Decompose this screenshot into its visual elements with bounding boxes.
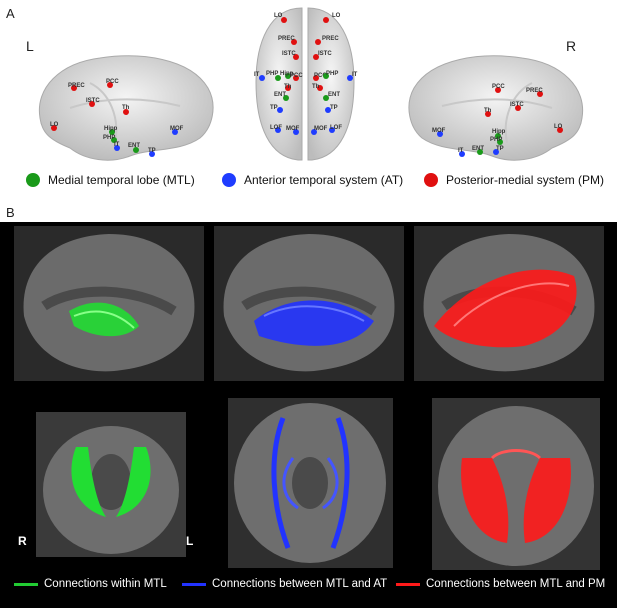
node-label: MOF	[432, 128, 446, 134]
node-label: IT	[114, 142, 120, 148]
right-brain-nodes: PCC PREC ISTC Th MOF Hipp PHP LO ENT TP …	[432, 84, 563, 157]
legend-label: Posterior-medial system (PM)	[446, 173, 605, 187]
node-label: MOF	[170, 126, 184, 132]
node-label: ISTC	[86, 98, 100, 104]
node-label: Th	[122, 105, 130, 111]
node-label: LO	[332, 13, 341, 19]
left-orientation-label: L	[186, 534, 194, 548]
node-label: LOF	[330, 125, 342, 131]
node-label: PHP	[326, 71, 338, 77]
sagittal-slice-mtl	[14, 226, 204, 381]
node-label: Hipp	[104, 126, 118, 132]
panel-a-letter: A	[6, 6, 15, 21]
pm-dot-icon	[424, 173, 438, 187]
left-brain-nodes: PREC PCC ISTC Th LO Hipp PHP IT ENT TP M…	[50, 79, 184, 157]
node-label: PHP	[266, 71, 278, 77]
node-label: PCC	[492, 84, 505, 90]
node-label: MOF	[286, 126, 300, 132]
node-label: LO	[50, 122, 59, 128]
node-label: IT	[352, 72, 358, 78]
legend-label: Medial temporal lobe (MTL)	[48, 173, 195, 187]
node-label: PREC	[278, 36, 295, 42]
legend-label: Connections between MTL and PM	[426, 578, 606, 590]
right-orientation-label: R	[18, 534, 27, 548]
node-label: IT	[458, 148, 464, 154]
top-brain-nodes: LO LO PREC PREC ISTC ISTC IT PHP Hipp PC…	[254, 13, 358, 135]
node-label: PCC	[290, 73, 303, 79]
legend-item-mtl-at: Connections between MTL and AT	[182, 578, 387, 590]
node-label: Th	[284, 84, 292, 90]
node-label: Hipp	[492, 129, 506, 135]
node-label: PREC	[322, 36, 339, 42]
legend-item-mtl: Medial temporal lobe (MTL)	[26, 173, 195, 187]
green-line-icon	[14, 582, 38, 586]
node-label: LOF	[270, 125, 282, 131]
node-label: IT	[254, 72, 260, 78]
legend-label: Anterior temporal system (AT)	[244, 173, 404, 187]
sagittal-slice-at	[214, 226, 404, 381]
legend-label: Connections within MTL	[44, 578, 167, 590]
legend-item-within-mtl: Connections within MTL	[14, 578, 167, 590]
legend-label: Connections between MTL and AT	[212, 578, 388, 590]
axial-slice-mtl	[36, 412, 186, 557]
node-label: PREC	[68, 83, 85, 89]
left-hemisphere-brain: PREC PCC ISTC Th LO Hipp PHP IT ENT TP M…	[38, 55, 214, 161]
node-label: ENT	[274, 92, 286, 98]
axial-slice-at	[228, 398, 393, 568]
node-label: ENT	[472, 146, 484, 152]
node-label: ENT	[328, 92, 340, 98]
legend-item-at: Anterior temporal system (AT)	[222, 173, 403, 187]
at-dot-icon	[222, 173, 236, 187]
node-label: PHP	[103, 135, 115, 141]
legend-item-pm: Posterior-medial system (PM)	[424, 173, 604, 187]
right-hemisphere-label: R	[566, 38, 577, 54]
red-line-icon	[396, 582, 420, 586]
node-label: TP	[330, 105, 338, 111]
axial-slice-pm	[432, 398, 600, 570]
blue-line-icon	[182, 582, 206, 586]
node-label: ENT	[128, 143, 140, 149]
right-hemisphere-brain: PCC PREC ISTC Th MOF Hipp PHP LO ENT TP …	[408, 55, 584, 161]
legend-item-mtl-pm: Connections between MTL and PM	[396, 578, 605, 590]
node-label: MOF	[314, 126, 328, 132]
sagittal-slice-pm	[414, 226, 604, 381]
node-label: Hipp	[280, 71, 294, 77]
node-label: Th	[484, 108, 492, 114]
node-label: Th	[312, 84, 320, 90]
top-view-brain: LO LO PREC PREC ISTC ISTC IT PHP Hipp PC…	[254, 7, 358, 161]
node-label: PREC	[526, 88, 543, 94]
node-label: PHP	[490, 137, 502, 143]
node-label: TP	[496, 146, 504, 152]
node-label: LO	[274, 13, 283, 19]
node-label: ISTC	[510, 102, 524, 108]
node-label: PCC	[106, 79, 119, 85]
node-label: ISTC	[318, 51, 332, 57]
mtl-dot-icon	[26, 173, 40, 187]
node-label: LO	[554, 124, 563, 130]
node-label: TP	[148, 148, 156, 154]
node-label: PCC	[314, 73, 327, 79]
node-label: ISTC	[282, 51, 296, 57]
tractography-panel: R L	[0, 222, 617, 608]
left-hemisphere-label: L	[26, 38, 34, 54]
panel-b-letter: B	[6, 205, 15, 220]
node-label: TP	[270, 105, 278, 111]
